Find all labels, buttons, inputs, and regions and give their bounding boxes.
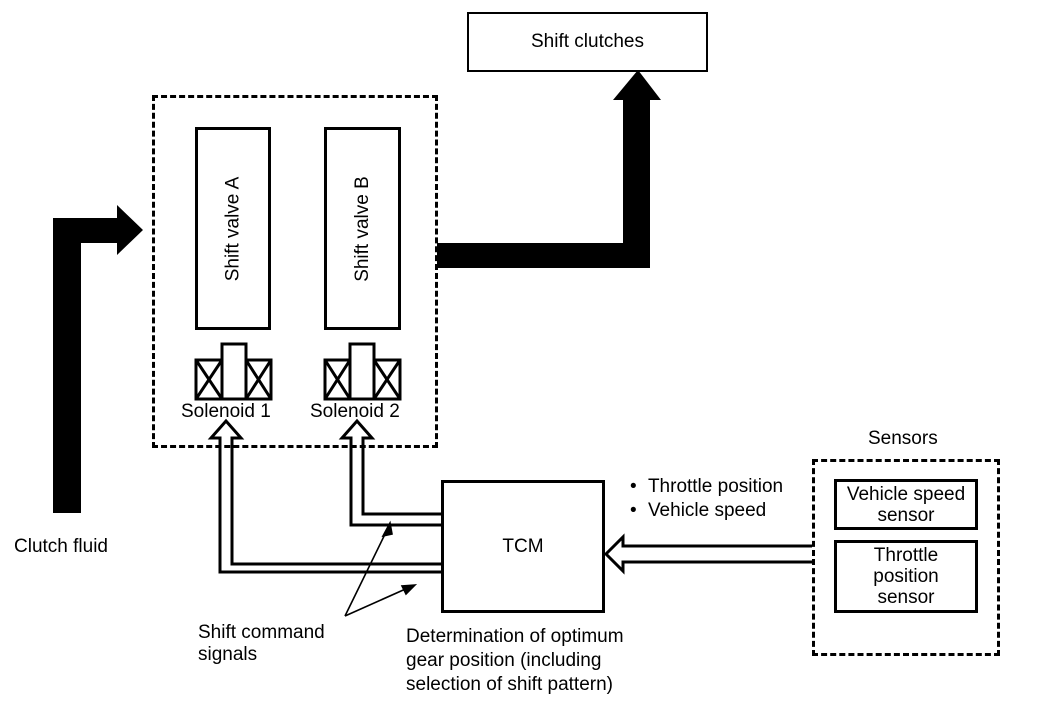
shift-valve-b-label: Shift valve B <box>351 175 373 282</box>
vehicle-speed-sensor-box: Vehicle speed sensor <box>834 479 978 530</box>
bullet-icon: • <box>630 500 637 521</box>
shift-valve-a-label: Shift valve A <box>222 176 243 281</box>
tcm-note: Determination of optimum gear position (… <box>406 625 624 697</box>
shift-clutches-box: Shift clutches <box>467 12 708 72</box>
shift-valve-assembly <box>152 95 438 448</box>
sensors-title: Sensors <box>868 428 938 449</box>
signals-line: signals <box>198 644 258 665</box>
shift-command-signals-label: Shift command signals <box>198 622 325 666</box>
shift-clutches-label: Shift clutches <box>531 31 644 52</box>
tcm-note-line: selection of shift pattern) <box>406 674 613 695</box>
sensor-label-line: position <box>873 566 939 587</box>
tcm-note-line: gear position (including <box>406 650 602 671</box>
solenoid-1-label: Solenoid 1 <box>181 401 271 422</box>
signal-leader-lines <box>344 520 418 617</box>
input-item-label: Vehicle speed <box>647 500 767 521</box>
input-signals-list: • Throttle position • Vehicle speed <box>630 475 783 523</box>
tcm-box: TCM <box>441 480 605 613</box>
sensors-group <box>812 459 1000 656</box>
sensor-label-line: sensor <box>877 587 935 608</box>
clutch-fluid-label: Clutch fluid <box>14 536 108 557</box>
solenoid-2-label: Solenoid 2 <box>310 401 400 422</box>
throttle-position-sensor-box: Throttle position sensor <box>834 540 978 613</box>
input-item: • Throttle position <box>630 475 783 499</box>
shift-valve-b: Shift valve B <box>324 127 401 330</box>
tcm-label: TCM <box>502 535 544 557</box>
solenoid-2-icon <box>323 342 402 401</box>
shift-valve-a: Shift valve A <box>195 127 271 330</box>
sensor-label-line: sensor <box>877 504 935 526</box>
signal-arrow-solenoid-2 <box>338 418 441 527</box>
signals-line: Shift command <box>198 622 325 643</box>
sensor-label-line: Vehicle speed <box>846 483 966 505</box>
tcm-note-line: Determination of optimum <box>406 626 624 647</box>
clutch-output-arrow <box>437 70 661 268</box>
solenoid-1-icon <box>194 342 273 401</box>
bullet-icon: • <box>630 476 637 497</box>
signal-arrow-solenoid-1 <box>207 418 441 574</box>
sensor-input-arrow <box>603 533 812 575</box>
clutch-fluid-arrow <box>53 205 143 513</box>
input-item-label: Throttle position <box>647 476 784 497</box>
input-item: • Vehicle speed <box>630 499 783 523</box>
sensor-label-line: Throttle <box>873 545 939 566</box>
